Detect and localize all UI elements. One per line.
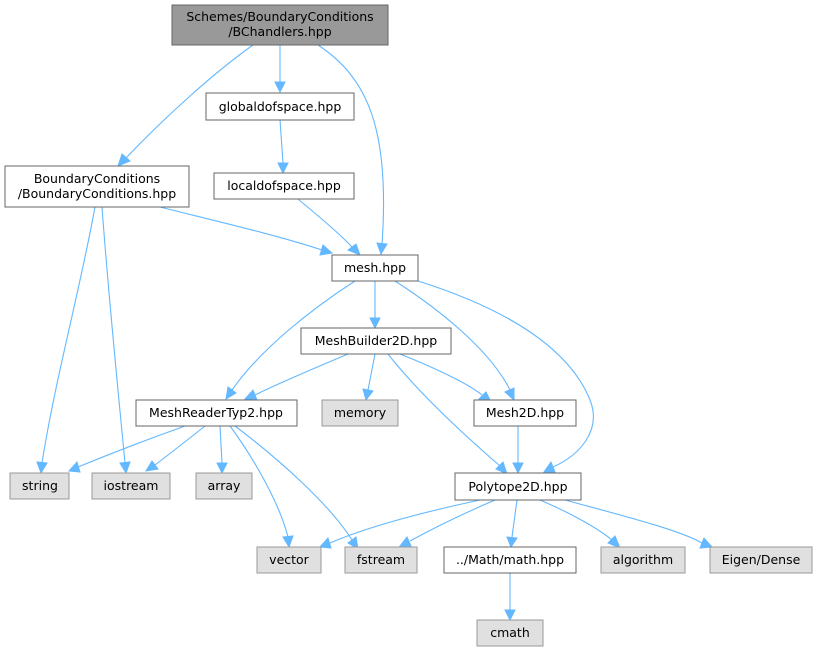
node-vector-label: vector — [269, 552, 310, 567]
edge-localdofspace-to-mesh — [297, 198, 361, 256]
node-array: array — [195, 472, 253, 500]
edge-mesh2d-to-polytope — [512, 426, 524, 475]
node-meshreadertyp2-label: MeshReaderTyp2.hpp — [149, 405, 283, 420]
edge-polytope-to-algorithm — [539, 499, 621, 549]
node-localdofspace[interactable]: localdofspace.hpp — [213, 172, 355, 200]
edge-mesh-to-mesh2d — [394, 280, 515, 402]
edge-meshbuilder-to-polytope — [387, 353, 508, 475]
edge-polytope-to-eigen — [564, 499, 714, 549]
node-meshbuilder2d-label: MeshBuilder2D.hpp — [315, 333, 438, 348]
node-memory-label: memory — [334, 405, 387, 420]
node-algorithm-label: algorithm — [613, 552, 673, 567]
edge-globaldofspace-to-localdofspace — [277, 119, 289, 175]
edge-boundaryconditions-to-mesh — [159, 206, 334, 256]
edge-meshreader-to-string — [67, 425, 186, 473]
node-boundaryconditions[interactable]: BoundaryConditions /BoundaryConditions.h… — [4, 165, 190, 208]
node-string-label: string — [22, 478, 58, 493]
node-meshbuilder2d[interactable]: MeshBuilder2D.hpp — [300, 327, 452, 355]
node-bchandlers-line-2: /BChandlers.hpp — [228, 24, 331, 39]
edge-meshbuilder-to-mesh2d — [399, 353, 492, 403]
edge-meshreader-to-iostream — [145, 425, 206, 472]
node-boundaryconditions-line-2: /BoundaryConditions.hpp — [18, 186, 176, 201]
node-cmath-label: cmath — [490, 625, 530, 640]
edge-polytope-to-fstream — [398, 499, 496, 547]
node-vector: vector — [256, 546, 322, 574]
node-boundaryconditions-line-1: BoundaryConditions — [34, 171, 160, 186]
edge-mesh-to-polytope — [417, 280, 594, 473]
node-iostream-label: iostream — [104, 478, 159, 493]
edge-root-to-boundaryconditions — [117, 44, 254, 167]
node-memory: memory — [321, 399, 399, 427]
node-bchandlers-line-1: Schemes/BoundaryConditions — [186, 9, 373, 24]
edge-boundaryconditions-to-iostream — [101, 206, 131, 475]
node-globaldofspace[interactable]: globaldofspace.hpp — [205, 92, 355, 121]
node-array-label: array — [208, 478, 241, 493]
edge-meshreader-to-array — [216, 425, 228, 475]
edge-meshbuilder-to-meshreader — [243, 353, 349, 401]
node-bchandlers[interactable]: Schemes/BoundaryConditions /BChandlers.h… — [171, 4, 389, 46]
node-polytope2d[interactable]: Polytope2D.hpp — [454, 472, 582, 501]
node-eigen-dense: Eigen/Dense — [709, 546, 813, 574]
edge-root-to-mesh — [317, 44, 388, 256]
node-polytope2d-label: Polytope2D.hpp — [468, 479, 567, 494]
edge-mesh-to-meshbuilder — [369, 281, 381, 330]
edge-polytope-to-math — [506, 499, 518, 549]
node-mesh-label: mesh.hpp — [344, 260, 406, 275]
node-mesh2d[interactable]: Mesh2D.hpp — [473, 399, 577, 427]
edge-meshreader-to-fstream — [234, 425, 359, 550]
node-algorithm: algorithm — [600, 546, 686, 574]
node-mesh2d-label: Mesh2D.hpp — [486, 405, 564, 420]
edge-meshreader-to-vector — [229, 425, 294, 549]
node-math-label: ../Math/math.hpp — [456, 552, 564, 567]
node-fstream: fstream — [344, 546, 418, 574]
node-eigen-dense-label: Eigen/Dense — [722, 552, 801, 567]
node-mesh[interactable]: mesh.hpp — [331, 254, 419, 282]
edge-mesh-to-meshreader — [225, 280, 356, 400]
node-globaldofspace-label: globaldofspace.hpp — [219, 99, 342, 114]
node-math[interactable]: ../Math/math.hpp — [443, 546, 577, 574]
edge-math-to-cmath — [504, 573, 516, 622]
edge-meshbuilder-to-memory — [362, 353, 376, 402]
node-iostream: iostream — [91, 472, 171, 500]
node-fstream-label: fstream — [357, 552, 405, 567]
edge-boundaryconditions-to-string — [36, 206, 96, 475]
node-localdofspace-label: localdofspace.hpp — [227, 178, 341, 193]
edge-root-to-globaldofspace — [274, 45, 286, 94]
node-string: string — [9, 472, 70, 500]
node-meshreadertyp2[interactable]: MeshReaderTyp2.hpp — [135, 399, 298, 427]
node-cmath: cmath — [476, 619, 544, 647]
edge-polytope-to-vector — [318, 499, 481, 549]
